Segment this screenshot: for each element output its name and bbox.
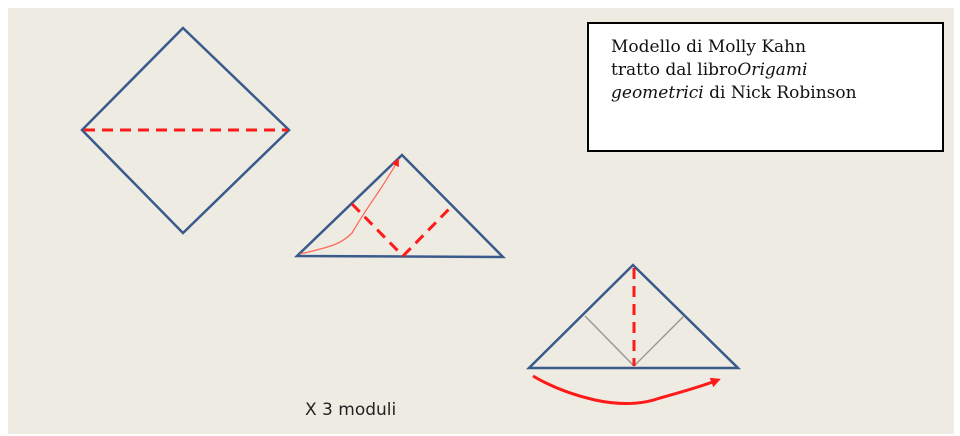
crease-right bbox=[633, 315, 685, 367]
diamond-outline bbox=[80, 26, 291, 235]
module-triangle-outline bbox=[525, 263, 742, 370]
triangle-fold-right bbox=[401, 203, 455, 258]
credit-author: di Nick Robinson bbox=[703, 83, 857, 103]
fold-under-arrow bbox=[532, 374, 721, 406]
modules-count-label: X 3 moduli bbox=[305, 400, 397, 420]
credit-line-3: geometrici di Nick Robinson bbox=[611, 82, 932, 105]
credit-line-1: Modello di Molly Kahn bbox=[611, 37, 807, 57]
step-1-diamond bbox=[80, 26, 291, 235]
triangle-fold-left bbox=[350, 202, 405, 258]
corner-fold-arrow bbox=[299, 158, 399, 255]
credit-book-title-part1: Origami bbox=[737, 60, 808, 80]
triangle-outline bbox=[293, 153, 507, 259]
crease-left bbox=[584, 315, 635, 367]
step-3-triangle bbox=[525, 263, 742, 406]
credit-book-title-part2: geometrici bbox=[611, 83, 704, 103]
model-credit-box: Modello di Molly Kahn tratto dal libroOr… bbox=[587, 22, 944, 152]
credit-book-prefix: tratto dal libro bbox=[611, 60, 738, 80]
credit-line-2: tratto dal libroOrigami bbox=[611, 59, 932, 82]
step-2-triangle bbox=[293, 153, 507, 259]
